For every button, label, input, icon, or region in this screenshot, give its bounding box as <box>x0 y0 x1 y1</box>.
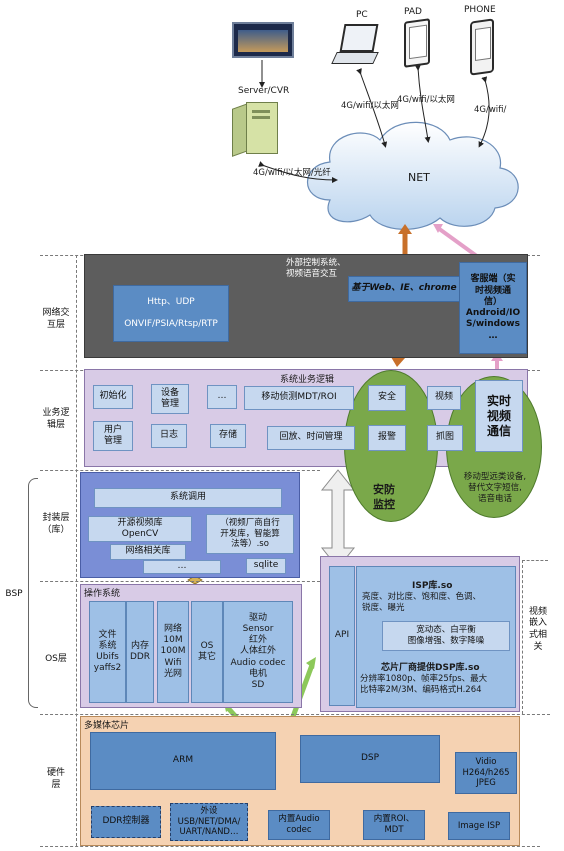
capture-box: 抓图 <box>427 425 463 451</box>
layer-label-hardware: 硬件 层 <box>46 768 65 790</box>
divider-package-os <box>40 581 320 582</box>
package-ellipsis-box: … <box>143 560 221 574</box>
dsp-box: DSP <box>300 735 440 783</box>
phone-label: PHONE <box>464 5 496 15</box>
motion-detect-box: 移动侦测MDT/ROI <box>244 386 354 410</box>
syscall-box: 系统调用 <box>94 488 282 508</box>
init-box: 初始化 <box>93 385 133 409</box>
link-line-server <box>258 161 338 183</box>
os-other-box: OS 其它 <box>191 601 223 703</box>
arm-box: ARM <box>90 732 276 790</box>
filesystem-box: 文件 系统 Ubifs yaffs2 <box>89 601 126 703</box>
laptop-icon <box>331 22 379 64</box>
tablet-icon <box>404 18 430 68</box>
divider-right <box>522 560 523 714</box>
layer-label-business: 业务逻 辑层 <box>42 408 70 430</box>
memory-box: 内存 DDR <box>126 601 154 703</box>
layer-label-package: 封装层 （库） <box>42 513 70 535</box>
phone-icon <box>470 18 494 76</box>
wdr-box: 宽动态、白平衡 图像增强、数字降噪 <box>382 621 510 651</box>
video-box: 视频 <box>427 386 461 410</box>
ddr-controller-box: DDR控制器 <box>91 806 161 838</box>
device-mgmt-box: 设备 管理 <box>151 384 189 414</box>
hardware-title: 多媒体芯片 <box>84 721 130 731</box>
divider-business-package <box>40 470 320 471</box>
isp-lib-title: ISP库.so <box>412 581 453 591</box>
divider-os-hardware <box>40 714 550 715</box>
network-lib-box: 网络相关库 <box>110 544 186 560</box>
mobile-label: 移动型远类设备, 替代文字短信, 语音电话 <box>463 472 527 505</box>
audio-codec-box: 内置Audio codec <box>268 810 330 840</box>
pad-label: PAD <box>404 7 422 17</box>
link-line-pad <box>414 64 431 143</box>
link-label-pc: 4G/wifi/以太网 <box>341 101 399 111</box>
security-box: 安全 <box>368 385 406 411</box>
layer-label-video-embedded: 视频 嵌入 式相 关 <box>528 606 547 652</box>
storage-box: 存储 <box>210 424 246 448</box>
web-box: 基于Web、IE、chrome <box>348 276 460 302</box>
monitor-icon <box>232 22 294 58</box>
net-cloud-label: NET <box>408 171 430 184</box>
server-label: Server/CVR <box>238 86 290 96</box>
image-isp-box: Image ISP <box>448 812 510 840</box>
peripheral-box: 外设 USB/NET/DMA/ UART/NAND… <box>170 803 248 841</box>
vidio-box: Vidio H264/h265 JPEG <box>455 752 517 794</box>
link-line-phone <box>478 76 490 148</box>
layer-label-network: 网络交 互层 <box>42 308 70 330</box>
divider-right-top <box>522 560 548 561</box>
pc-label: PC <box>356 10 368 20</box>
log-box: 日志 <box>151 424 187 448</box>
protocols-box: Http、UDP ONVIF/PSIA/Rtsp/RTP <box>113 285 229 342</box>
dsp-lib-desc: 分辨率1080p、帧率25fps、最大 比特率2M/3M、编码格式H.264 <box>360 674 488 696</box>
link-label-phone: 4G/wifi/ <box>474 105 507 115</box>
link-line-pc <box>356 68 388 148</box>
user-mgmt-box: 用户 管理 <box>93 421 133 451</box>
business-layer-title: 系统业务逻辑 <box>280 375 335 385</box>
api-box: API <box>329 566 355 706</box>
layer-label-os: OS层 <box>45 654 67 665</box>
realtime-comm-box: 实时 视频 通信 <box>475 380 523 452</box>
playback-box: 回放、时间管理 <box>267 426 355 450</box>
external-control-label: 外部控制系统、 视频语音交互 <box>286 258 346 279</box>
link-label-pad: 4G/wifi/以太网 <box>397 95 455 105</box>
isp-lib-desc: 亮度、对比度、饱和度、色调、 锐度、曝光 <box>362 592 482 614</box>
drivers-box: 驱动 Sensor 红外 人体红外 Audio codec 电机 SD <box>223 601 293 703</box>
os-title: 操作系统 <box>84 589 121 599</box>
opencv-box: 开源视频库 OpenCV <box>88 516 192 542</box>
alarm-box: 报警 <box>368 425 406 451</box>
server-icon <box>232 98 292 157</box>
roi-mdt-box: 内置ROI、 MDT <box>363 810 425 840</box>
net-cloud-shape <box>306 121 519 230</box>
link-label-server: 4G/wifi/以太网/光纤 <box>253 168 331 178</box>
security-monitor-label: 安防 监控 <box>373 483 395 512</box>
vendor-lib-box: （视频厂商自行 开发库，智能算 法等）.so <box>206 514 294 554</box>
layer-label-bsp: BSP <box>5 589 23 600</box>
business-ellipsis-box: … <box>207 385 237 409</box>
sqlite-box: sqlite <box>246 558 286 574</box>
bsp-brace <box>28 478 38 708</box>
client-box: 客服端（实 时视频通 信） Android/IO S/windows … <box>459 262 527 354</box>
dsp-lib-title: 芯片厂商提供DSP库.so <box>381 663 480 673</box>
divider-left <box>76 255 77 846</box>
api-double-arrow <box>320 469 356 569</box>
divider-bottom <box>40 846 540 847</box>
network-os-box: 网络 10M 100M Wifi 光网 <box>157 601 189 703</box>
